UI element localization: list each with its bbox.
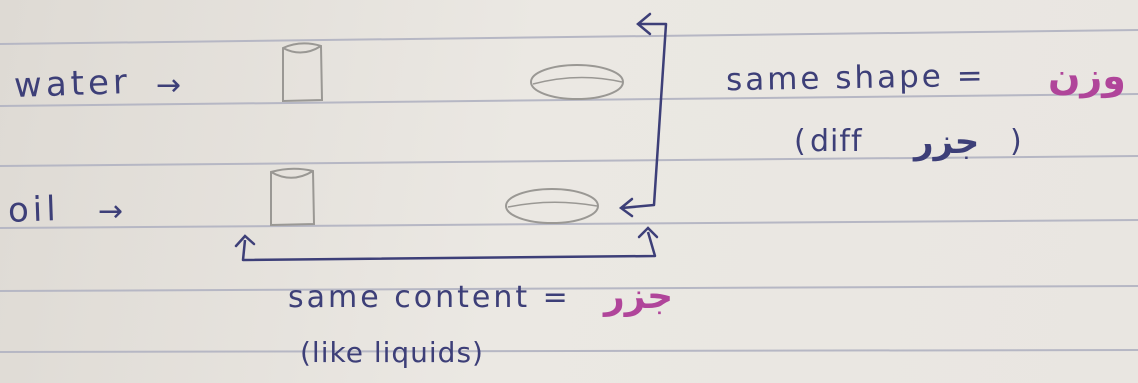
ruled-line — [0, 93, 1138, 107]
same-content-arabic: جزر — [604, 276, 674, 317]
shape-bracket-arrowhead-top — [636, 12, 652, 36]
oil-lens-sketch — [505, 188, 599, 224]
diff-note: diff — [810, 124, 863, 159]
ruled-line — [0, 29, 1138, 45]
like-liquids-note: (like liquids) — [300, 336, 484, 369]
oil-lens-sketch-line — [507, 201, 598, 208]
water-label: water — [13, 61, 132, 107]
content-bracket-arrow — [241, 231, 657, 262]
content-bracket-arrowhead-right — [637, 226, 659, 239]
shape-bracket-arrowhead-bottom — [618, 197, 634, 218]
water-cylinder-sketch — [282, 42, 324, 103]
oil-label: oil — [7, 189, 61, 231]
diff-close-paren: ) — [1010, 124, 1022, 159]
content-bracket-arrowhead-left — [234, 234, 256, 248]
shape-bracket-arrow — [621, 22, 668, 210]
same-shape-arabic: وزن — [1048, 54, 1126, 98]
ruled-line — [0, 219, 1138, 229]
diff-arabic: جزر — [914, 122, 980, 162]
water-lens-sketch — [530, 64, 624, 100]
ruled-line — [0, 349, 1138, 353]
water-lens-sketch-line — [532, 76, 623, 85]
ruled-line — [0, 285, 1138, 292]
same-content-note: same content = — [288, 280, 571, 315]
same-shape-note: same shape = — [725, 57, 986, 99]
water-arrow: → — [156, 68, 182, 103]
ruled-line — [0, 155, 1138, 167]
diff-open-paren: ( — [794, 124, 806, 159]
oil-arrow: → — [98, 194, 124, 229]
oil-cylinder-sketch — [270, 167, 316, 227]
